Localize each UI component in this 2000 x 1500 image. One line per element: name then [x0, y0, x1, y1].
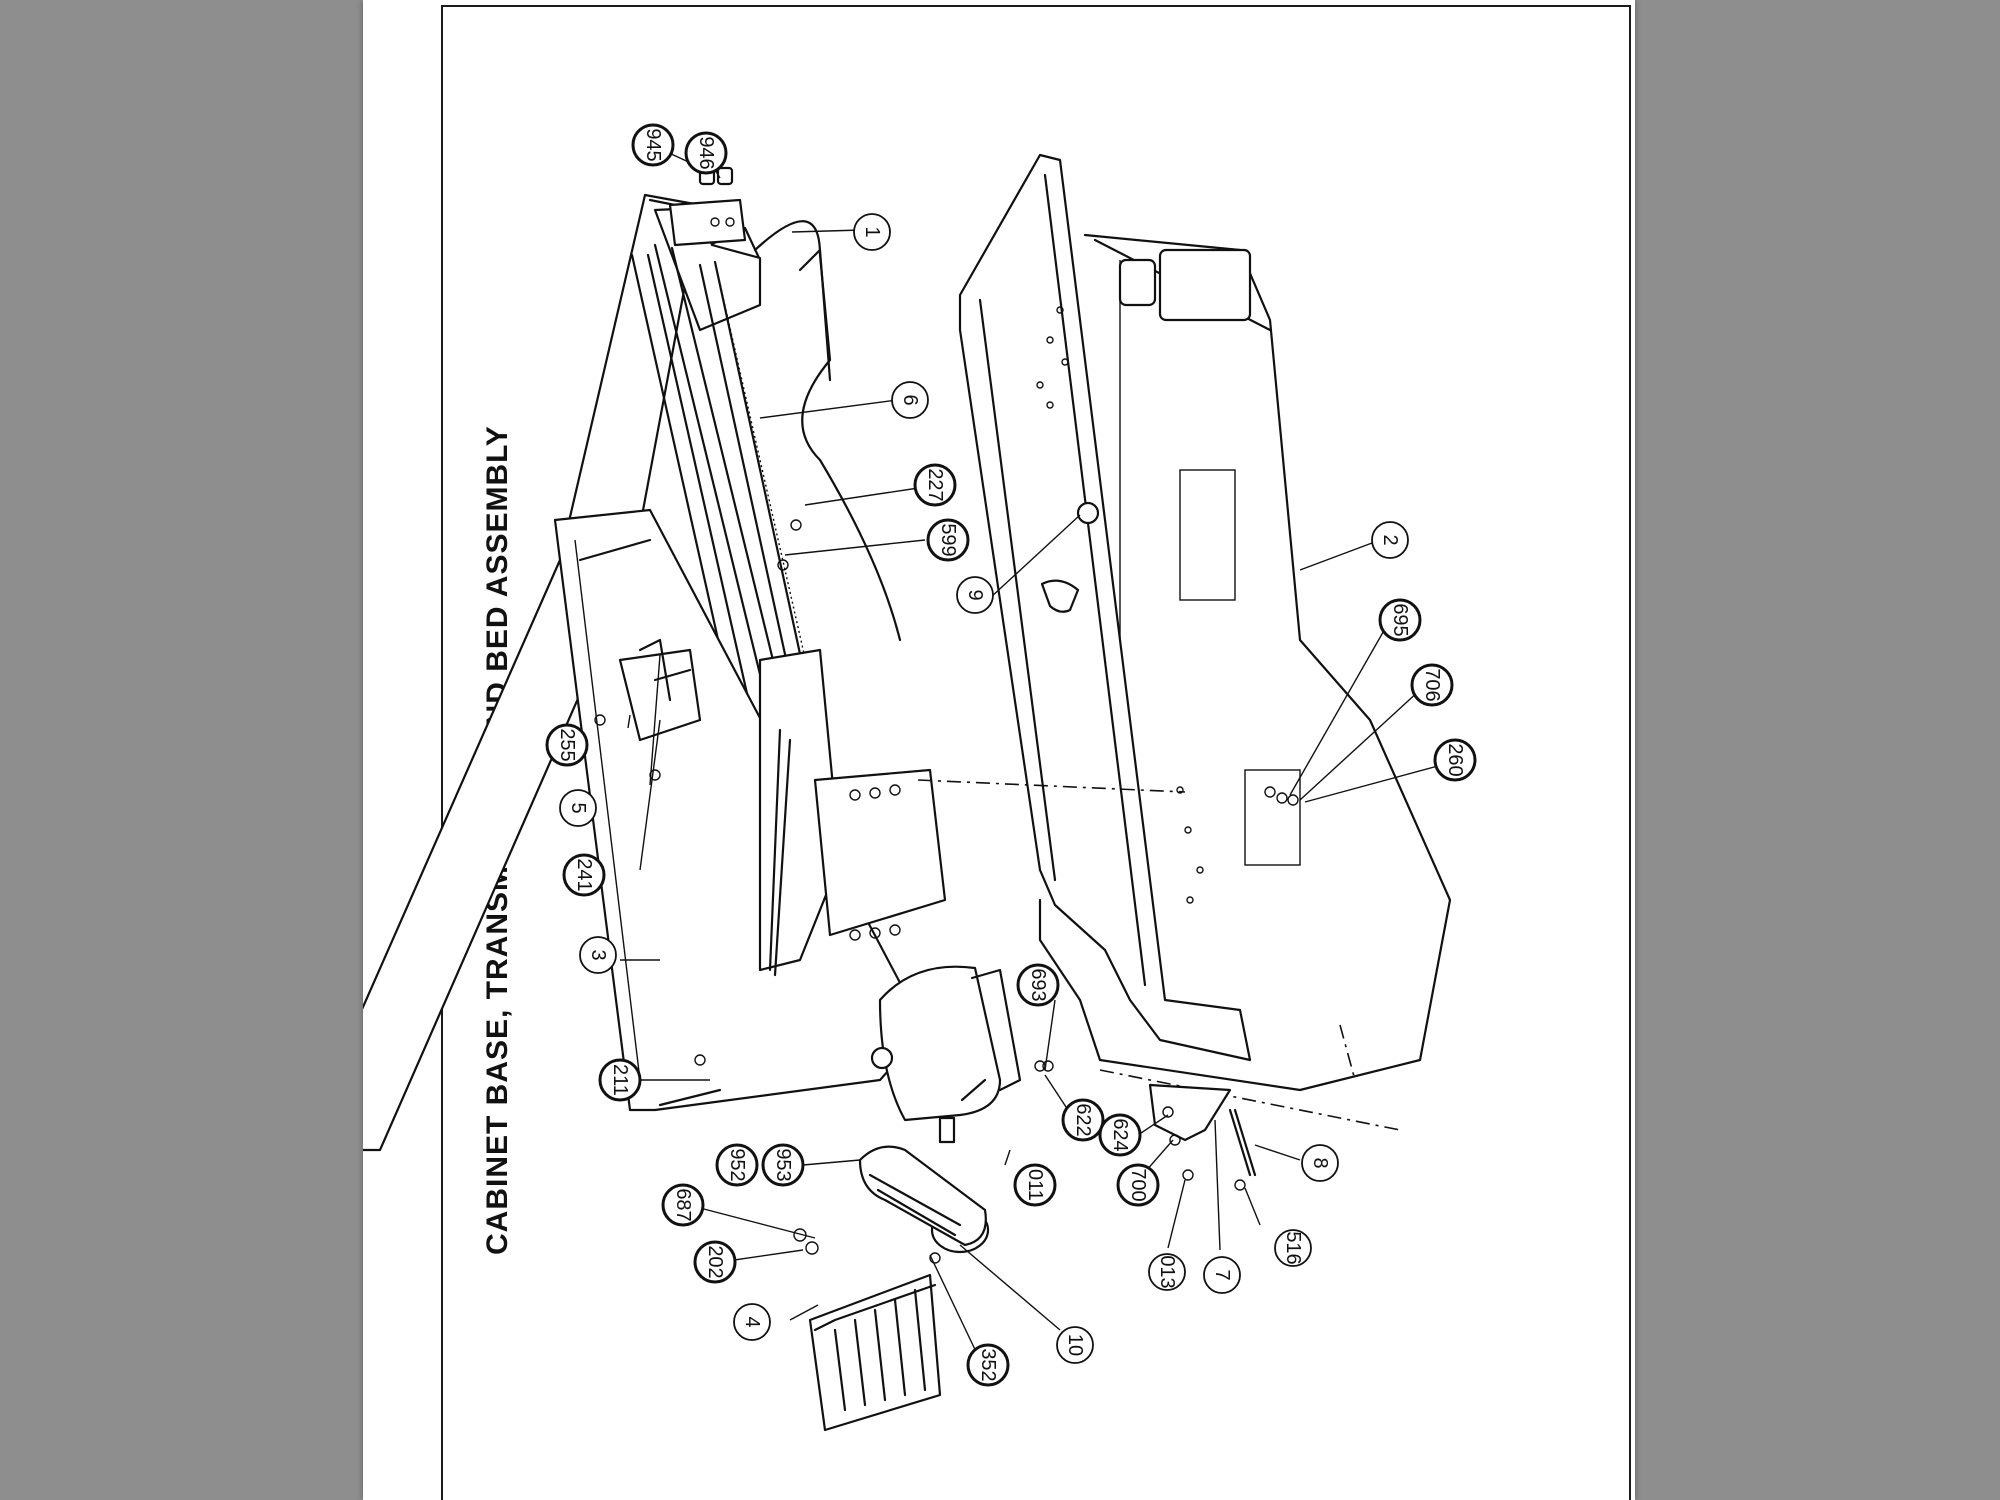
- callout-700: 700: [1116, 1163, 1160, 1207]
- part-v-belts: [858, 1145, 987, 1247]
- callout-013: 013: [1148, 1253, 1186, 1291]
- callout-695: 695: [1378, 598, 1422, 642]
- svg-text:352: 352: [977, 1348, 999, 1381]
- callout-693: 693: [1016, 963, 1060, 1007]
- svg-text:255: 255: [556, 728, 578, 761]
- svg-text:953: 953: [772, 1148, 794, 1181]
- callout-953: 953: [761, 1143, 805, 1187]
- svg-text:700: 700: [1127, 1168, 1149, 1201]
- callout-3: 3: [579, 936, 617, 974]
- svg-text:622: 622: [1072, 1103, 1094, 1136]
- svg-text:599: 599: [937, 523, 959, 556]
- callout-011: 011: [1013, 1163, 1057, 1207]
- svg-text:687: 687: [672, 1188, 694, 1221]
- part-motor: [870, 965, 1022, 1144]
- svg-text:695: 695: [1389, 603, 1411, 636]
- svg-text:013: 013: [1156, 1255, 1178, 1288]
- callout-622: 622: [1061, 1098, 1105, 1142]
- svg-text:945: 945: [642, 128, 664, 161]
- callout-8: 8: [1301, 1144, 1339, 1182]
- callout-687: 687: [661, 1183, 705, 1227]
- callout-260: 260: [1433, 738, 1477, 782]
- alignment-line: [1099, 1069, 1401, 1131]
- page-border-frame: [441, 5, 1631, 1500]
- callout-952: 952: [715, 1143, 759, 1187]
- part-cabinet-top: [958, 153, 1252, 1062]
- fasteners: [594, 519, 1299, 1264]
- svg-text:3: 3: [587, 949, 609, 960]
- svg-text:241: 241: [573, 858, 595, 891]
- callout-241: 241: [562, 853, 606, 897]
- callout-946: 946: [684, 131, 728, 175]
- svg-text:8: 8: [1309, 1157, 1331, 1168]
- callout-9: 9: [956, 576, 994, 614]
- callout-624: 624: [1098, 1113, 1142, 1157]
- svg-text:1: 1: [861, 226, 883, 237]
- svg-text:4: 4: [741, 1316, 763, 1327]
- callout-227: 227: [913, 463, 957, 507]
- svg-text:202: 202: [704, 1245, 726, 1278]
- svg-text:011: 011: [1024, 1169, 1046, 1201]
- callout-706: 706: [1410, 663, 1454, 707]
- callout-945: 945: [631, 123, 675, 167]
- svg-text:10: 10: [1064, 1334, 1086, 1356]
- callout-6: 6: [891, 381, 929, 419]
- svg-text:211: 211: [609, 1064, 631, 1096]
- svg-text:5: 5: [567, 802, 589, 813]
- callout-7: 7: [1203, 1256, 1241, 1294]
- callout-599: 599: [926, 518, 970, 562]
- svg-text:227: 227: [924, 468, 946, 501]
- part-belt-guard: [808, 1273, 942, 1432]
- callout-4: 4: [733, 1303, 771, 1341]
- svg-text:2: 2: [1379, 534, 1401, 545]
- svg-text:946: 946: [695, 136, 717, 169]
- exploded-parts-diagram: CABINET BASE, TRANSMISSION AND BED ASSEM…: [363, 123, 1477, 1432]
- callout-352: 352: [966, 1343, 1010, 1387]
- part-bed-feet: [758, 648, 947, 977]
- svg-text:260: 260: [1444, 743, 1466, 776]
- diagram-content: CABINET BASE, TRANSMISSION AND BED ASSEM…: [363, 123, 1477, 1432]
- svg-text:6: 6: [899, 394, 921, 405]
- callout-202: 202: [693, 1240, 737, 1284]
- svg-text:7: 7: [1211, 1269, 1233, 1280]
- svg-text:693: 693: [1027, 968, 1049, 1001]
- callout-255: 255: [545, 723, 589, 767]
- part-mount-plate: [1148, 1083, 1257, 1177]
- callout-211: 211: [598, 1058, 642, 1102]
- svg-text:516: 516: [1282, 1231, 1304, 1264]
- alignment-line: [1339, 1024, 1356, 1081]
- callout-10: 10: [1056, 1326, 1094, 1364]
- svg-text:952: 952: [726, 1148, 748, 1181]
- svg-text:706: 706: [1421, 668, 1443, 701]
- svg-text:9: 9: [964, 589, 986, 600]
- callout-2: 2: [1371, 521, 1409, 559]
- document-page: CABINET BASE, TRANSMISSION AND BED ASSEM…: [363, 0, 1635, 1500]
- svg-text:624: 624: [1109, 1118, 1131, 1151]
- callout-1: 1: [853, 213, 891, 251]
- callout-5: 5: [559, 789, 597, 827]
- callout-516: 516: [1274, 1229, 1312, 1267]
- part-bracket: [618, 638, 702, 742]
